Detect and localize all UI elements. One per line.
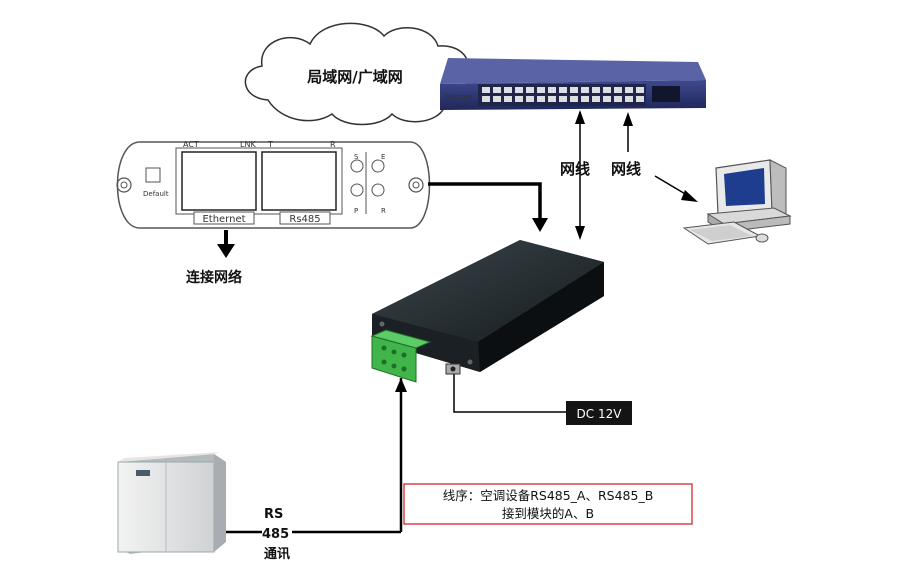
t-label: T — [267, 140, 273, 149]
led-p-label: P — [354, 207, 358, 215]
default-button-label: Default — [143, 190, 169, 198]
ethernet-port-label: Ethernet — [202, 214, 245, 225]
network-cloud: 局域网/广域网 — [244, 22, 471, 126]
led-s-label: S — [354, 153, 359, 161]
cable-label-1: 网线 — [560, 160, 590, 178]
wiring-note-line1: 线序：空调设备RS485_A、RS485_B — [443, 488, 654, 503]
switch-brand-logo: Netcore — [445, 93, 472, 101]
device-front-panel: Default ACT LNK T R Ethernet Rs485 S E P… — [116, 140, 431, 229]
led-e-label: E — [381, 153, 385, 161]
rs485-comm-line1: RS — [264, 507, 283, 522]
switch-ports — [482, 87, 644, 102]
act-label: ACT — [183, 140, 199, 149]
rs485-comm-line2: 485 — [262, 527, 289, 542]
power-label: DC 12V — [577, 407, 623, 421]
power-label-box — [566, 401, 632, 425]
rs485-port-label: Rs485 — [289, 214, 320, 225]
computer-icon — [682, 159, 792, 245]
led-r-label: R — [381, 207, 386, 215]
r-label: R — [330, 140, 336, 149]
rs485-comm-line3: 通讯 — [264, 546, 290, 562]
gateway-device — [370, 240, 604, 383]
wiring-note-line2: 接到模块的A、B — [502, 506, 594, 521]
network-switch: Netcore — [440, 58, 706, 110]
air-conditioner-unit — [117, 452, 226, 554]
terminal-block-connector — [370, 329, 432, 383]
lnk-label: LNK — [240, 140, 256, 149]
wiring-note-box — [403, 483, 693, 525]
connect-network-label: 连接网络 — [186, 269, 242, 286]
cloud-label: 局域网/广域网 — [306, 68, 402, 86]
connection-lines — [217, 110, 698, 534]
cable-label-2: 网线 — [611, 160, 641, 178]
